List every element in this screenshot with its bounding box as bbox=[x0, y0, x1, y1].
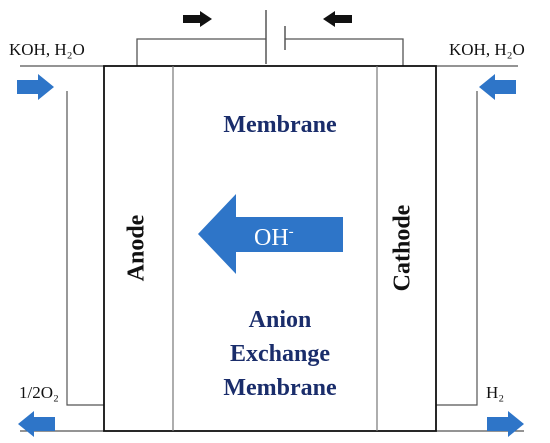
hydroxide-flow-arrow: OH- bbox=[198, 194, 343, 274]
aem-label-line3: Membrane bbox=[223, 375, 337, 401]
outlet-right-arrow-icon bbox=[487, 411, 524, 437]
flow-arrows bbox=[17, 74, 524, 437]
right-wire bbox=[285, 38, 404, 66]
big-left-arrow-icon bbox=[198, 194, 343, 274]
aem-label-line1: Anion bbox=[249, 307, 312, 333]
bottom-right-outlet-label: H₂ bbox=[486, 383, 504, 402]
electrolyzer-cell bbox=[103, 65, 437, 432]
left-outlet-line bbox=[66, 91, 104, 406]
anode-label: Anode bbox=[124, 214, 150, 281]
electron-left-arrow-icon bbox=[323, 11, 352, 27]
top-left-inlet-label: KOH, H₂O bbox=[9, 40, 85, 59]
power-circuit bbox=[136, 10, 404, 66]
bottom-left-outlet-label: 1/2O₂ bbox=[19, 383, 59, 402]
cathode-label: Cathode bbox=[390, 204, 416, 291]
top-right-inlet-label: KOH, H₂O bbox=[449, 40, 525, 59]
flow-lines bbox=[20, 65, 524, 432]
cell-outline bbox=[103, 65, 437, 432]
outlet-left-arrow-icon bbox=[18, 411, 55, 437]
left-wire bbox=[136, 38, 266, 66]
membrane-title: Membrane bbox=[223, 112, 337, 138]
inlet-right-arrow-icon bbox=[479, 74, 516, 100]
inlet-left-arrow-icon bbox=[17, 74, 54, 100]
ion-charge: - bbox=[289, 224, 294, 240]
ion-label: OH- bbox=[254, 224, 294, 251]
electron-right-arrow-icon bbox=[183, 11, 212, 27]
aem-label-line2: Exchange bbox=[230, 341, 330, 367]
right-outlet-line bbox=[436, 91, 478, 406]
